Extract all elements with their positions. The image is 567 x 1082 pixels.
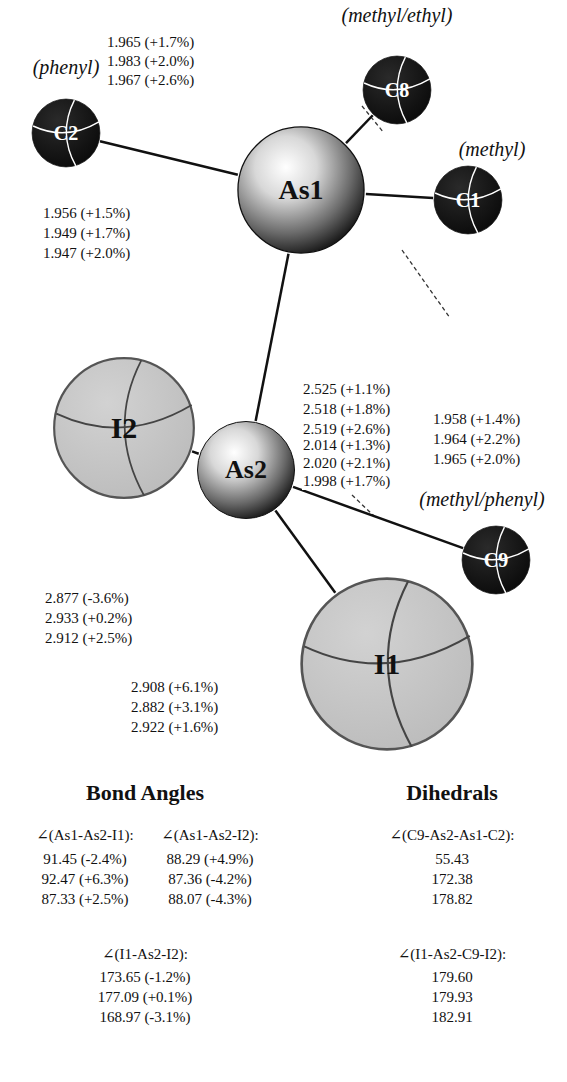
group-label: (methyl)	[458, 138, 527, 161]
atom-sphere: C9	[461, 525, 531, 595]
value-label: 2.933 (+0.2%)	[44, 609, 133, 627]
group-label: (phenyl)	[32, 56, 101, 79]
value-label: 2.014 (+1.3%)	[302, 436, 391, 454]
value-label: 91.45 (-2.4%)	[42, 850, 128, 868]
value-label: 168.97 (-3.1%)	[98, 1008, 191, 1026]
value-label: 1.958 (+1.4%)	[432, 410, 521, 428]
value-label: 87.33 (+2.5%)	[40, 890, 129, 908]
value-label: ∠(I1-As2-I2):	[101, 945, 189, 963]
value-label: 1.983 (+2.0%)	[106, 52, 195, 70]
atom-sphere: I2	[52, 356, 196, 500]
value-label: 88.07 (-4.3%)	[167, 890, 253, 908]
atom-label: C1	[456, 189, 480, 212]
value-label: 2.912 (+2.5%)	[44, 629, 133, 647]
atom-sphere: As2	[196, 420, 296, 520]
value-label: 177.09 (+0.1%)	[97, 988, 194, 1006]
atom-label: C8	[385, 79, 409, 102]
atom-label: C9	[484, 549, 508, 572]
atom-sphere: C2	[31, 98, 101, 168]
value-label: 92.47 (+6.3%)	[40, 870, 129, 888]
value-label: 88.29 (+4.9%)	[165, 850, 254, 868]
value-label: ∠(C9-As2-As1-C2):	[388, 826, 515, 844]
bond-line	[366, 194, 433, 198]
value-label: 1.998 (+1.7%)	[302, 472, 391, 490]
value-label: 179.93	[430, 988, 473, 1006]
value-label: 2.882 (+3.1%)	[130, 698, 219, 716]
atom-sphere: C1	[433, 165, 503, 235]
atom-sphere: As1	[236, 125, 366, 255]
value-label: 87.36 (-4.2%)	[167, 870, 253, 888]
value-label: 2.518 (+1.8%)	[302, 400, 391, 418]
value-label: ∠(As1-As2-I1):	[35, 826, 135, 844]
value-label: 1.967 (+2.6%)	[106, 71, 195, 89]
value-label: 55.43	[434, 850, 470, 868]
value-label: 1.965 (+2.0%)	[432, 450, 521, 468]
section-heading: Dihedrals	[405, 780, 499, 805]
atom-label: As2	[225, 455, 267, 485]
bond-line	[192, 451, 199, 453]
value-label: 1.949 (+1.7%)	[42, 224, 131, 242]
value-label: 172.38	[430, 870, 473, 888]
value-label: 1.964 (+2.2%)	[432, 430, 521, 448]
value-label: 1.965 (+1.7%)	[106, 33, 195, 51]
atom-sphere: I1	[299, 576, 475, 752]
atom-label: C2	[54, 122, 78, 145]
section-heading: Bond Angles	[85, 780, 205, 805]
bond-line	[275, 510, 335, 592]
value-label: 1.956 (+1.5%)	[42, 204, 131, 222]
value-label: 182.91	[430, 1008, 473, 1026]
value-label: 1.947 (+2.0%)	[42, 244, 131, 262]
value-label: 2.877 (-3.6%)	[44, 589, 130, 607]
group-label: (methyl/ethyl)	[340, 4, 453, 27]
atom-label: As1	[278, 174, 323, 206]
bond-line	[100, 141, 238, 174]
atom-sphere: C8	[362, 55, 432, 125]
value-label: ∠(I1-As2-C9-I2):	[397, 945, 507, 963]
leader-line	[402, 250, 450, 318]
value-label: 2.908 (+6.1%)	[130, 678, 219, 696]
value-label: 178.82	[430, 890, 473, 908]
value-label: 173.65 (-1.2%)	[98, 968, 191, 986]
value-label: ∠(As1-As2-I2):	[160, 826, 260, 844]
atom-label: I2	[111, 411, 138, 445]
value-label: 2.020 (+2.1%)	[302, 454, 391, 472]
value-label: 179.60	[430, 968, 473, 986]
value-label: 2.525 (+1.1%)	[302, 380, 391, 398]
bond-line	[256, 254, 289, 421]
group-label: (methyl/phenyl)	[418, 488, 546, 511]
bond-line	[346, 115, 373, 143]
value-label: 2.922 (+1.6%)	[130, 718, 219, 736]
atom-label: I1	[374, 647, 401, 681]
